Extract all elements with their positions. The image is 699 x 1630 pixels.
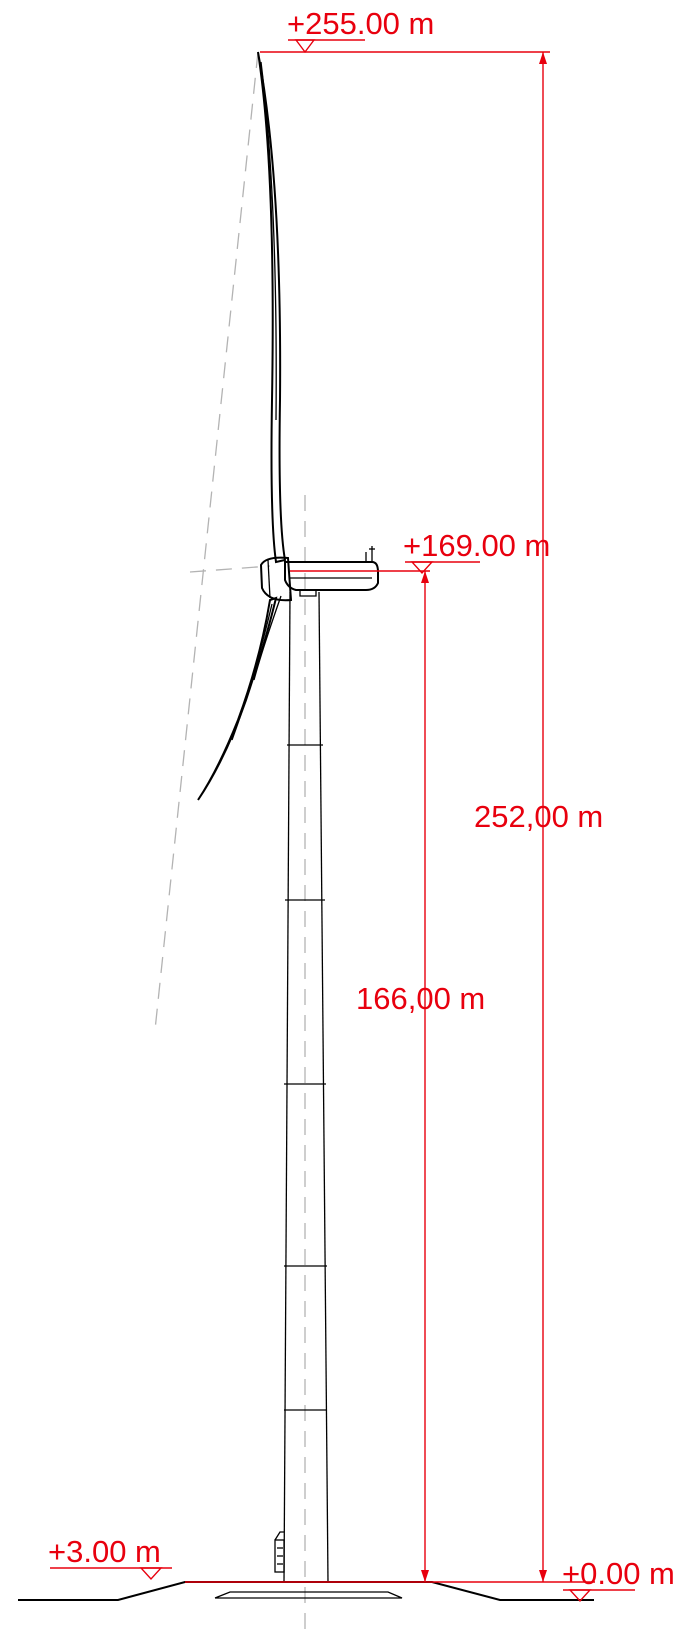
elevation-ground-right-label: +0.00 m <box>562 1556 675 1591</box>
tower-door <box>274 1539 285 1573</box>
ground-and-foundation <box>18 1581 594 1601</box>
tower <box>274 591 329 1583</box>
rotor-blades <box>197 51 287 801</box>
dimension-hub-height <box>290 570 430 1582</box>
elevation-top-label: +255.00 m <box>287 6 434 41</box>
dimension-hub-height-label: 166,00 m <box>356 981 485 1016</box>
elevation-hub-label: +169.00 m <box>403 528 550 563</box>
elevation-marker-top: +255.00 m <box>287 6 434 54</box>
nacelle <box>284 546 379 597</box>
elevation-marker-ground-left: +3.00 m <box>48 1534 172 1581</box>
elevation-ground-left-label: +3.00 m <box>48 1534 161 1569</box>
construction-lines <box>154 51 306 1630</box>
dimension-total-height-label: 252,00 m <box>474 799 603 834</box>
elevation-marker-hub: +169.00 m <box>403 528 550 575</box>
dimension-total-height <box>260 51 550 1582</box>
elevation-marker-ground-right: +0.00 m <box>562 1556 675 1603</box>
rotor-hub <box>259 556 293 602</box>
